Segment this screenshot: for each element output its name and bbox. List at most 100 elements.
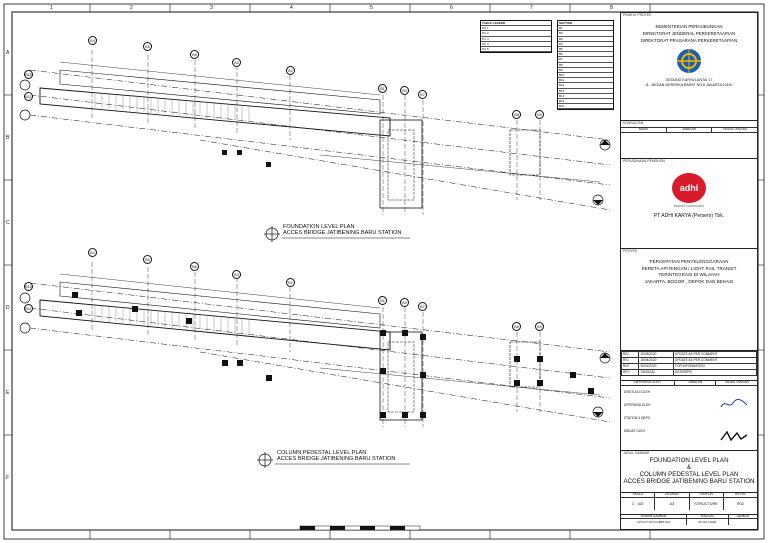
legend-title: TABLE LEGEND	[481, 21, 551, 27]
legend-row: B15	[558, 99, 613, 105]
owner-address: GEDUNG KARYA LANTAI 17 JL. MEDAN MERDEKA…	[621, 78, 757, 88]
project-label: PROYEK	[623, 249, 638, 253]
info-header: SKALA	[621, 492, 656, 497]
owner-line: DIREKTORAT JENDERAL PERKERETAAPIAN	[642, 30, 736, 36]
signature-section: DIPERIKSA OLEH JABATAN TANDA TANGAN DISE…	[621, 380, 757, 451]
drawing-number: LRT-CIT-STV-D-BBT-010	[621, 519, 687, 526]
number-header: NOMOR GAMBAR	[621, 514, 687, 519]
legend-row: B1	[558, 26, 613, 32]
grid-bubble: B4	[88, 248, 97, 257]
sign-header: TANDA TANGAN	[724, 380, 749, 384]
sheet-number	[729, 519, 757, 525]
sign-header: DIPERIKSA OLEH	[621, 380, 675, 385]
consultant-label: KONSULTAN	[623, 121, 644, 125]
foundation-plan	[29, 50, 611, 215]
grid-bubble: B7	[418, 302, 427, 311]
contractor-label: PERUSAHAAN PEMOHON	[623, 159, 665, 163]
border-number: 3	[210, 5, 213, 11]
owner-line: DIREKTORAT PRASARANA PERKERETAAPIAN	[640, 37, 738, 43]
plan-title-line: ACCES BRIDGE JATIBENING BARU STATION	[283, 229, 402, 236]
border-number: 4	[290, 5, 293, 11]
sign-row: DIPERIKSA OLEH	[624, 402, 651, 407]
grid-bubble: B9	[535, 322, 544, 331]
contractor-name: PT ADHI KARYA (Persero) Tbk.	[653, 212, 725, 219]
owner-label: PEMILIK PROYEK	[623, 13, 652, 17]
grid-bubble: B8	[512, 110, 521, 119]
info-value: R02	[736, 501, 744, 506]
legend-table-right: SECTION B1 B2 B3 B4 B5 B6 B7 B8 B9 B10 B…	[557, 20, 614, 111]
project-line: PERCEPATAN PENYELENGGARAAN	[649, 258, 729, 264]
sign-row: DISETUJUI OLEH	[624, 389, 651, 394]
grid-bubble: B5	[143, 255, 152, 264]
grid-bubble: B6	[190, 262, 199, 271]
legend-row: B13	[558, 89, 613, 94]
border-letter: C	[6, 220, 10, 226]
grid-bubble: B1	[378, 296, 387, 305]
rev-header-cell: TANGGAL	[638, 369, 675, 376]
legend-row: B6	[558, 52, 613, 58]
grid-bubble: B2	[286, 278, 295, 287]
sign-row: STATION & DEPO	[624, 415, 651, 420]
grid-bubble: B8	[512, 322, 521, 331]
owner-lines: KEMENTERIAN PERHUBUNGAN DIREKTORAT JENDE…	[621, 23, 757, 44]
border-number: 8	[610, 5, 613, 11]
legend-row: B2	[558, 31, 613, 37]
border-letter: F	[6, 475, 10, 481]
info-header: REVISI	[735, 492, 746, 496]
grid-bubble: B3	[232, 270, 241, 279]
legend-row: B5	[558, 47, 613, 53]
plan-title-line: ACCES BRIDGE JATIBENING BARU STATION	[277, 455, 396, 462]
legend-table-left: TABLE LEGEND PC 1 PC 2 PC 3 PC 4 PC 5	[480, 20, 552, 54]
border-number: 6	[450, 5, 453, 11]
project-section: PROYEK PERCEPATAN PENYELENGGARAAN KERETA…	[621, 249, 757, 351]
grid-bubble: B10	[24, 70, 33, 79]
consultant-col: JABATAN	[667, 127, 713, 132]
legend-row: PC 1	[481, 26, 551, 32]
info-value: A3	[655, 497, 690, 510]
section-markers-bottom	[19, 292, 611, 418]
contractor-section: PERUSAHAAN PEMOHON adhi beyond construct…	[621, 159, 757, 249]
drawing-title-line: ACCES BRIDGE JATIBENING BARU STATION	[623, 477, 755, 485]
legend-row: B7	[558, 57, 613, 63]
info-section: SKALA UKURAN DISIPLIN REVISI 1 : 100 A3 …	[621, 492, 757, 515]
consultant-col: TANDA TANGAN	[722, 126, 747, 131]
legend-row: B10	[558, 73, 613, 79]
owner-line: KEMENTERIAN PERHUBUNGAN	[655, 23, 723, 29]
legend-row: PC 4	[481, 42, 551, 48]
grid-bubble: B4	[88, 36, 97, 45]
consultant-col: NAMA	[621, 127, 667, 132]
owner-address-line: JL. MEDAN MERDEKA BARAT NO.8 JAKARTA 101…	[645, 82, 733, 87]
legend-row: PC 3	[481, 37, 551, 42]
drawing-title-line: FOUNDATION LEVEL PLAN	[649, 456, 729, 464]
plan-title-bottom: COLUMN PEDESTAL LEVEL PLAN ACCES BRIDGE …	[277, 450, 396, 463]
drawing-title-section: JUDUL GAMBAR FOUNDATION LEVEL PLAN & COL…	[621, 451, 757, 493]
number-header: LEMBAR	[736, 514, 749, 518]
drawing-title-line: COLUMN PEDESTAL LEVEL PLAN	[639, 470, 739, 478]
grid-bubble: B11	[24, 304, 33, 313]
legend-row: B3	[558, 37, 613, 42]
drawing-date: 06 JULI 2020	[687, 519, 729, 526]
grid-bubble: B1	[378, 84, 387, 93]
legend-row: B9	[558, 68, 613, 74]
legend-row: PC 2	[481, 31, 551, 37]
border-number: 2	[130, 5, 133, 11]
grid-bubble: B11	[24, 92, 33, 101]
border-ticks	[4, 4, 764, 539]
info-header: UKURAN	[655, 492, 690, 497]
sign-rows: DISETUJUI OLEH DIPERIKSA OLEH STATION & …	[621, 386, 757, 438]
border-letter: E	[6, 390, 10, 396]
border-number: 1	[50, 5, 53, 11]
plan-title-line: COLUMN PEDESTAL LEVEL PLAN	[277, 450, 367, 456]
drawing-title-line: &	[686, 463, 692, 471]
legend-row: B11	[558, 78, 613, 84]
section-markers-top	[19, 79, 611, 206]
project-line: TERINTEGRASI DI WILAYAH	[658, 272, 720, 278]
title-symbol-top	[264, 226, 410, 242]
border-letter: A	[6, 50, 10, 56]
signature-mark	[720, 430, 748, 442]
scale-bar	[299, 525, 421, 531]
ministry-emblem-icon	[677, 48, 701, 73]
legend-row: B14	[558, 94, 613, 100]
